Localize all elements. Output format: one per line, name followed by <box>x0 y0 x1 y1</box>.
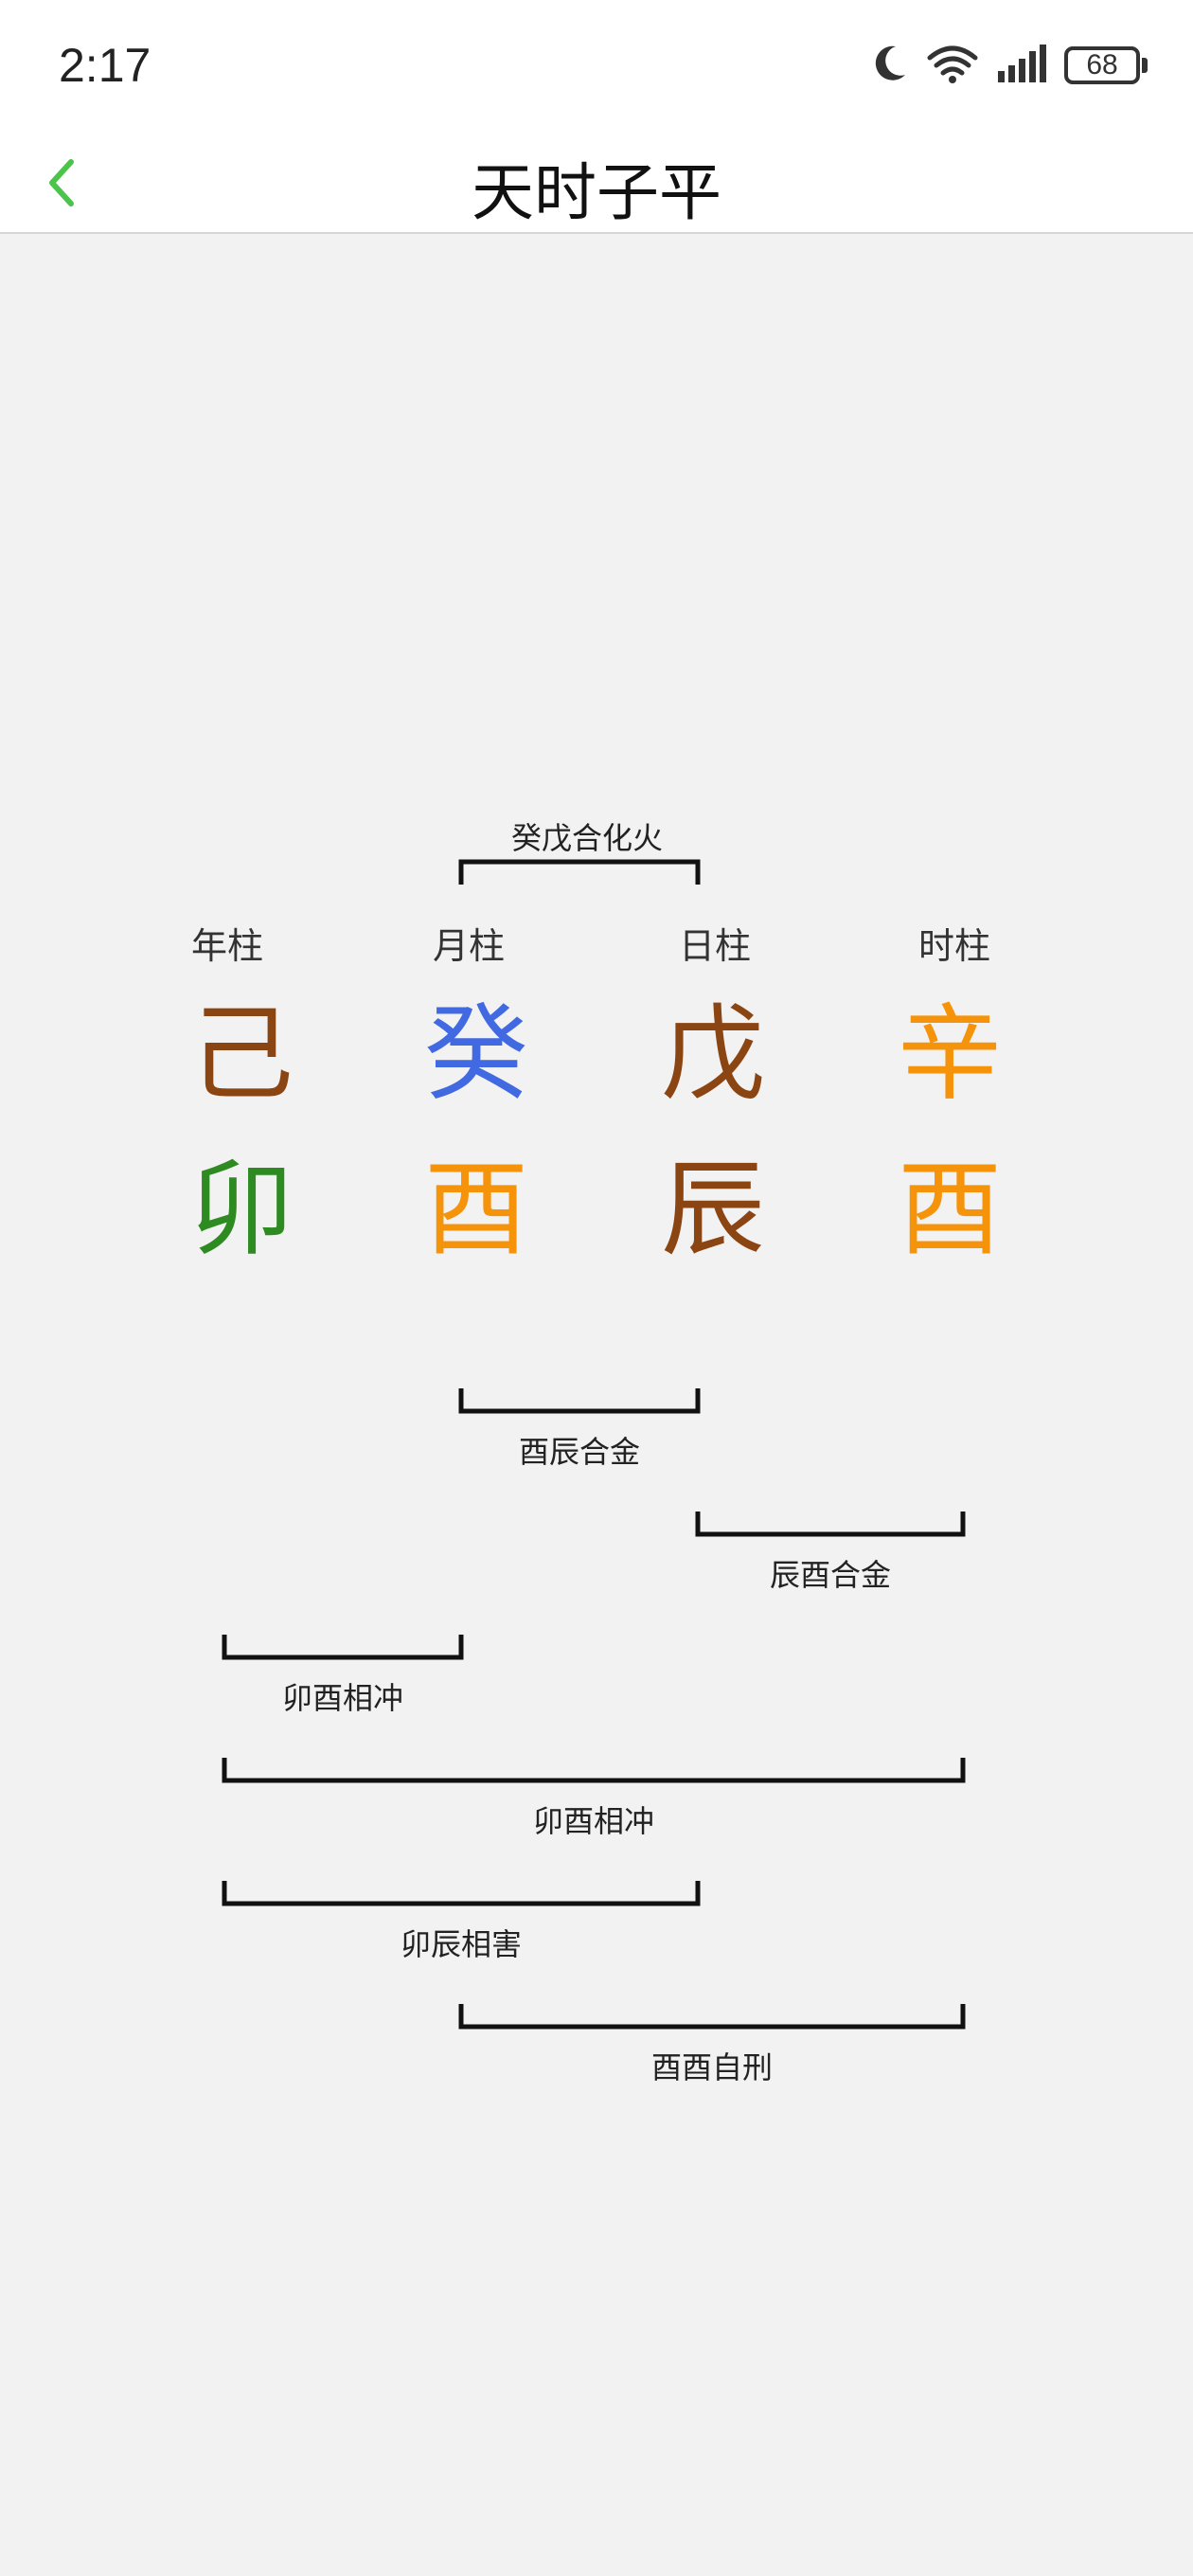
branch-relation-label: 卯酉相冲 <box>281 1680 403 1716</box>
branch-month: 酉 <box>424 1149 528 1270</box>
stem-month: 癸 <box>424 993 528 1115</box>
branch-relation-bracket <box>695 1512 966 1537</box>
pillar-label-hour: 时柱 <box>917 925 990 967</box>
status-time: 2:17 <box>59 39 151 92</box>
branch-relation-bracket <box>458 1388 701 1414</box>
stem-relation-label: 癸戊合化火 <box>510 820 663 856</box>
battery-body: 68 <box>1064 46 1140 84</box>
pillar-label-year: 年柱 <box>190 925 263 967</box>
branch-relation-label: 酉酉自刑 <box>650 2049 773 2085</box>
stem-day: 戊 <box>661 993 765 1115</box>
branch-day: 辰 <box>661 1149 765 1270</box>
nav-bar: 天时子平 <box>0 133 1193 234</box>
battery-level: 68 <box>1086 49 1118 80</box>
status-bar: 2:17 68 <box>0 0 1193 133</box>
branch-relation-label: 辰酉合金 <box>769 1557 891 1593</box>
branch-relation-bracket <box>458 2004 966 2030</box>
pillar-label-day: 日柱 <box>678 925 751 967</box>
battery-icon: 68 <box>1064 46 1148 84</box>
stem-year: 己 <box>189 993 294 1115</box>
branch-relation-label: 卯辰相害 <box>400 1926 522 1962</box>
status-icons: 68 <box>871 42 1148 89</box>
wifi-icon <box>926 43 979 88</box>
stem-hour: 辛 <box>898 993 1002 1115</box>
battery-tip <box>1142 58 1148 73</box>
pillar-label-month: 月柱 <box>432 925 505 967</box>
moon-icon <box>871 43 909 88</box>
branch-relation-bracket <box>222 1758 966 1783</box>
branch-relation-label: 卯酉相冲 <box>532 1803 654 1839</box>
chevron-left-icon <box>49 159 74 206</box>
stem-relation-bracket <box>458 859 701 885</box>
branch-hour: 酉 <box>898 1149 1002 1270</box>
branch-year: 卯 <box>189 1149 294 1270</box>
branch-relation-bracket <box>222 1881 701 1906</box>
branch-relation-label: 酉辰合金 <box>518 1434 640 1470</box>
signal-icon <box>996 43 1047 88</box>
back-button[interactable] <box>28 150 95 216</box>
branch-relation-bracket <box>222 1635 464 1660</box>
page-title: 天时子平 <box>472 156 721 229</box>
